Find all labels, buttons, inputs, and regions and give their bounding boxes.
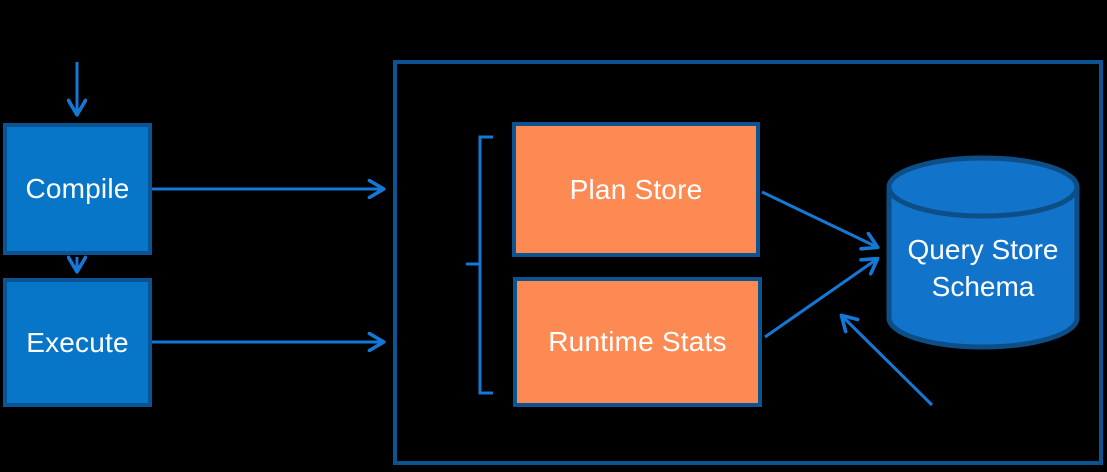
query-store-schema-label: Query Store Schema bbox=[889, 231, 1077, 305]
runtime-stats-label: Runtime Stats bbox=[548, 326, 727, 357]
compile-node: Compile bbox=[3, 123, 152, 255]
compile-label: Compile bbox=[25, 173, 130, 204]
execute-node: Execute bbox=[3, 278, 152, 407]
query-store-container bbox=[393, 60, 1103, 465]
arrow-bottom-right-to-schema bbox=[842, 316, 934, 407]
query-store-schema-label-line1: Query Store bbox=[907, 234, 1059, 265]
arrow-runtime-stats-to-schema bbox=[764, 259, 877, 339]
database-cylinder-icon bbox=[886, 155, 1080, 350]
arrow-plan-store-to-schema bbox=[761, 190, 877, 247]
brace-group-stores-icon bbox=[466, 135, 493, 395]
execute-label: Execute bbox=[26, 326, 129, 358]
plan-store-node: Plan Store bbox=[512, 122, 760, 257]
query-store-schema-label-line2: Schema bbox=[931, 271, 1035, 302]
runtime-stats-node: Runtime Stats bbox=[513, 277, 762, 407]
plan-store-label: Plan Store bbox=[569, 173, 703, 205]
